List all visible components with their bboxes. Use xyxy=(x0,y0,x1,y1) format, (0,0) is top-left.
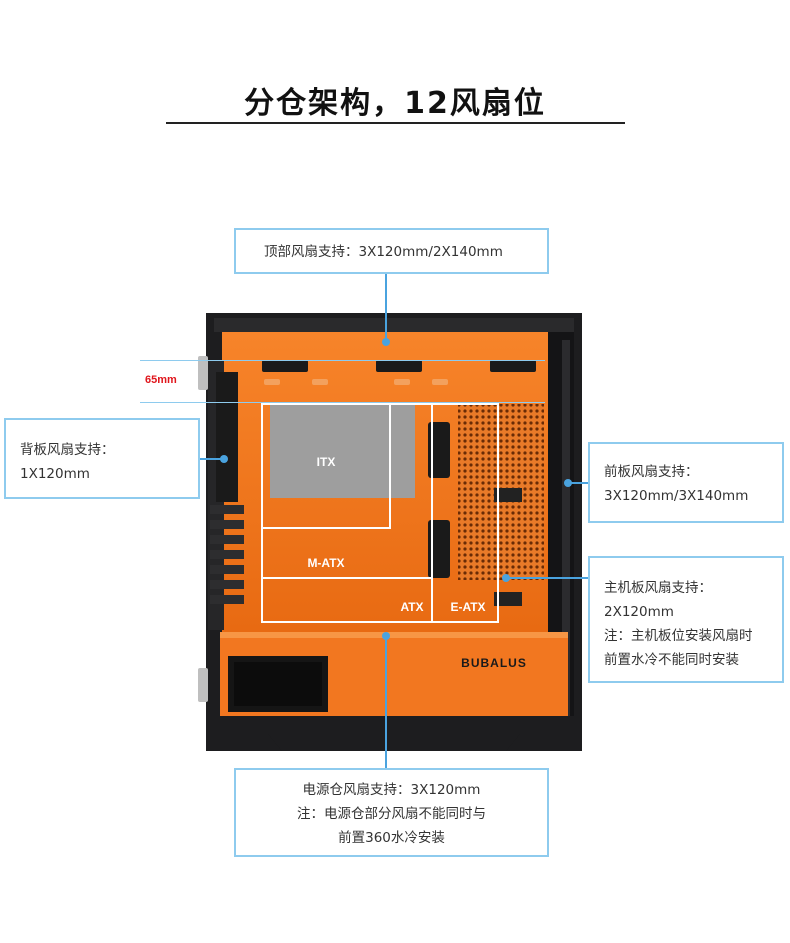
callout-back-line-2: 1X120mm xyxy=(20,466,90,482)
callout-psu-line-1: 电源仓风扇支持：3X120mm xyxy=(302,782,481,798)
gap-measurement-label: 65mm xyxy=(145,374,177,386)
connector-back xyxy=(200,458,224,460)
callout-back-fans: 背板风扇支持： 1X120mm xyxy=(4,418,200,499)
title-underline xyxy=(166,122,625,124)
callout-psu-fans: 电源仓风扇支持：3X120mm 注：电源仓部分风扇不能同时与 前置360水冷安装 xyxy=(234,768,549,857)
callout-psu-line-3: 前置360水冷安装 xyxy=(338,830,445,846)
outline-itx xyxy=(261,403,391,529)
connector-psu xyxy=(385,636,387,768)
cpu-cutout xyxy=(270,404,415,498)
callout-mb-line-2: 2X120mm xyxy=(604,604,674,620)
connector-front-dot xyxy=(564,479,572,487)
callout-mb-line-3: 注：主机板位安装风扇时 xyxy=(604,628,753,644)
connector-motherboard xyxy=(506,577,588,579)
callout-front-line-2: 3X120mm/3X140mm xyxy=(604,488,749,504)
callout-top-line-1: 顶部风扇支持：3X120mm/2X140mm xyxy=(264,244,503,260)
connector-motherboard-dot xyxy=(502,574,510,582)
label-matx: M-ATX xyxy=(307,556,344,570)
psu-shroud xyxy=(220,632,568,716)
callout-front-fans: 前板风扇支持： 3X120mm/3X140mm xyxy=(588,442,784,523)
brand-logo: BUBALUS xyxy=(461,656,527,670)
outline-atx xyxy=(261,577,433,623)
connector-psu-dot xyxy=(382,632,390,640)
mesh-panel xyxy=(458,404,544,580)
page-title: 分仓架构，12风扇位 xyxy=(244,86,546,121)
case-interior xyxy=(222,332,556,632)
callout-psu-line-2: 注：电源仓部分风扇不能同时与 xyxy=(297,806,486,822)
connector-back-dot xyxy=(220,455,228,463)
callout-mb-line-4: 前置水冷不能同时安装 xyxy=(604,652,739,668)
outline-eatx xyxy=(261,403,499,623)
callout-front-line-1: 前板风扇支持： xyxy=(604,464,699,480)
outline-matx xyxy=(261,403,433,623)
gap-line-top xyxy=(140,360,545,361)
callout-back-line-1: 背板风扇支持： xyxy=(20,442,115,458)
psu-window xyxy=(228,656,328,712)
label-itx: ITX xyxy=(317,455,336,469)
connector-top-dot xyxy=(382,338,390,346)
callout-top-fans: 顶部风扇支持：3X120mm/2X140mm xyxy=(234,228,549,274)
label-atx: ATX xyxy=(400,600,423,614)
label-eatx: E-ATX xyxy=(450,600,485,614)
callout-mb-line-1: 主机板风扇支持： xyxy=(604,580,712,596)
case-frame xyxy=(206,313,582,751)
connector-front xyxy=(568,482,588,484)
connector-top xyxy=(385,274,387,340)
callout-motherboard-fans: 主机板风扇支持： 2X120mm 注：主机板位安装风扇时 前置水冷不能同时安装 xyxy=(588,556,784,683)
gap-line-bottom xyxy=(140,402,545,403)
